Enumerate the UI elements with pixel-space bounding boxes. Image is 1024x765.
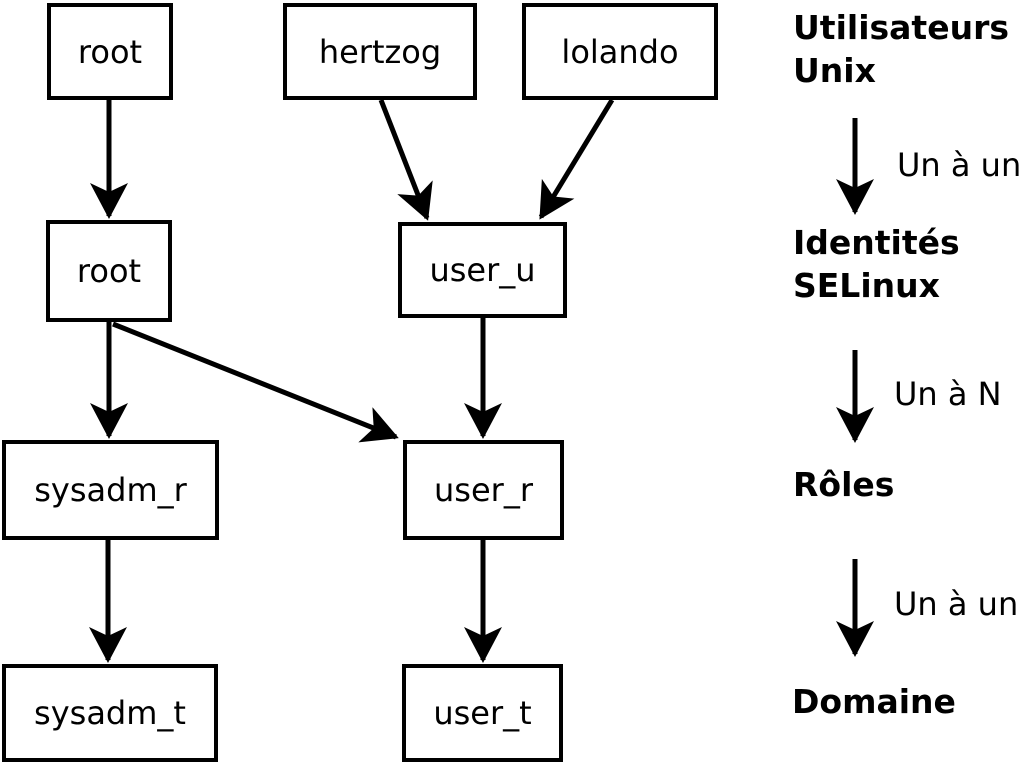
legend-level-domaine: Domaine	[792, 682, 956, 721]
node-user-t-label: user_t	[433, 694, 532, 732]
node-hertzog: hertzog	[283, 3, 477, 100]
node-user-r-label: user_r	[434, 471, 533, 509]
node-user-r: user_r	[403, 440, 564, 540]
node-user-u: user_u	[398, 222, 567, 318]
legend-relation-un-a-n: Un à N	[894, 375, 1002, 413]
node-user-t: user_t	[402, 664, 563, 762]
node-root-unix-label: root	[77, 32, 143, 71]
node-sysadm-t-label: sysadm_t	[34, 694, 186, 732]
node-sysadm-t: sysadm_t	[2, 664, 218, 762]
node-root-unix: root	[47, 3, 173, 100]
legend-level-roles: Rôles	[793, 465, 895, 504]
legend-relation-un-a-un-1: Un à un	[897, 146, 1022, 184]
legend-level-identites-selinux: Identités SELinux	[793, 223, 960, 305]
legend-level-utilisateurs-unix: Utilisateurs Unix	[793, 8, 1009, 90]
node-lolando: lolando	[522, 3, 718, 100]
arrow-hertzog-to-user-u	[378, 99, 433, 221]
node-sysadm-r: sysadm_r	[2, 440, 219, 540]
arrow-lolando-to-user-u	[538, 98, 615, 220]
legend-relation-un-a-un-2: Un à un	[894, 585, 1019, 623]
arrow-root-selinux-to-user-r	[112, 321, 399, 443]
node-sysadm-r-label: sysadm_r	[34, 471, 187, 509]
node-hertzog-label: hertzog	[318, 32, 442, 71]
node-root-selinux: root	[46, 220, 172, 322]
node-lolando-label: lolando	[561, 32, 679, 71]
node-user-u-label: user_u	[429, 251, 536, 289]
node-root-selinux-label: root	[76, 252, 142, 290]
